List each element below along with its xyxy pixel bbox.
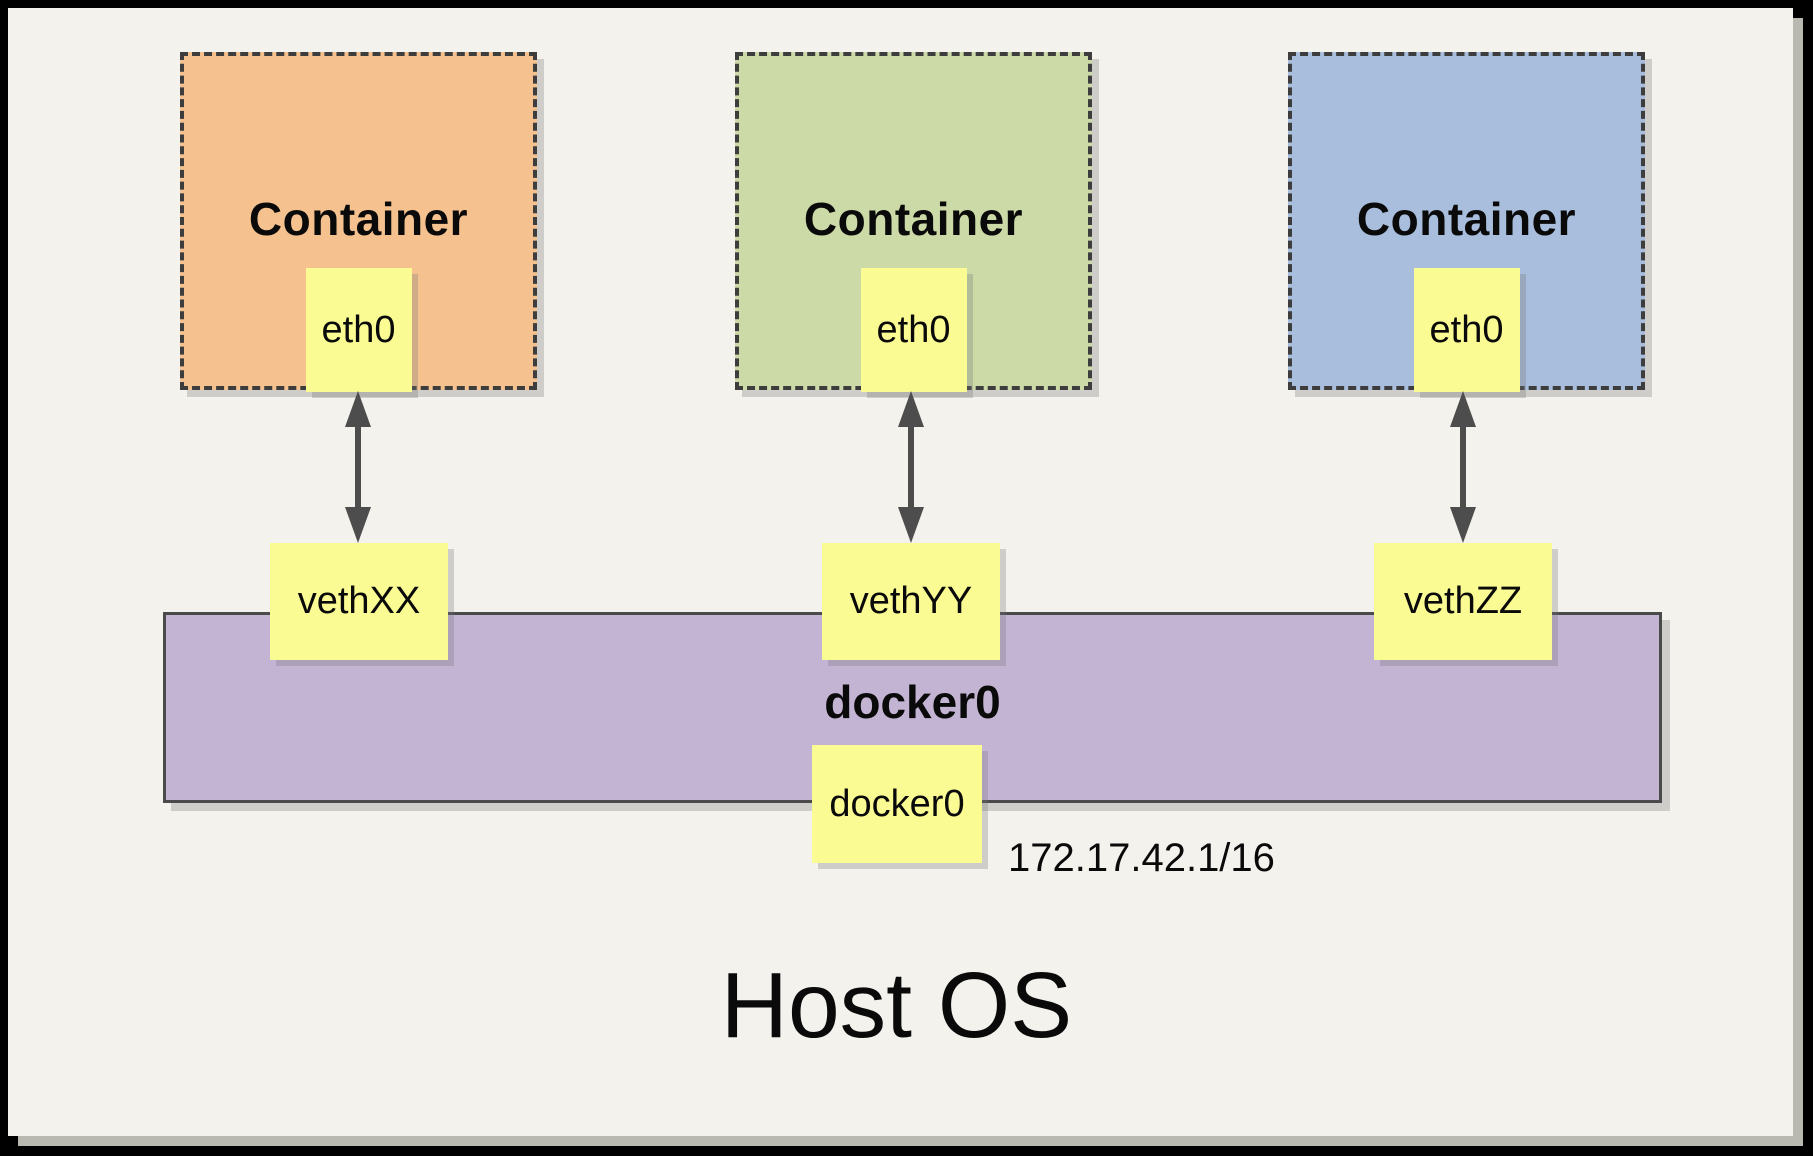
docker0-bridge-label: docker0 xyxy=(824,676,1001,728)
eth0-label: eth0 xyxy=(876,308,951,351)
eth0-interface-box-3: eth0 xyxy=(1413,268,1520,392)
container-box-3: Container eth0 xyxy=(1288,52,1645,392)
host-os-label: Host OS xyxy=(720,953,1073,1057)
vethyy-box: vethYY xyxy=(822,543,1000,660)
vethxx-box: vethXX xyxy=(270,543,448,660)
bidirectional-arrow-3 xyxy=(1443,391,1483,543)
vethzz-box: vethZZ xyxy=(1374,543,1552,660)
eth0-label: eth0 xyxy=(321,308,396,351)
docker0-interface-label: docker0 xyxy=(829,782,965,825)
bridge-ip-label: 172.17.42.1/16 xyxy=(1008,836,1275,880)
docker0-interface-box: docker0 xyxy=(812,745,982,863)
eth0-interface-box-2: eth0 xyxy=(860,268,967,392)
container-label: Container xyxy=(248,193,469,245)
container-box-2: Container eth0 xyxy=(735,52,1092,392)
container-label: Container xyxy=(803,193,1024,245)
bidirectional-arrow-1 xyxy=(338,391,378,543)
bidirectional-arrow-2 xyxy=(891,391,931,543)
vethyy-label: vethYY xyxy=(849,580,973,622)
eth0-interface-box-1: eth0 xyxy=(305,268,412,392)
vethzz-label: vethZZ xyxy=(1403,580,1523,622)
container-box-1: Container eth0 xyxy=(180,52,537,392)
eth0-label: eth0 xyxy=(1429,308,1504,351)
vethxx-label: vethXX xyxy=(297,580,421,622)
container-label: Container xyxy=(1356,193,1577,245)
